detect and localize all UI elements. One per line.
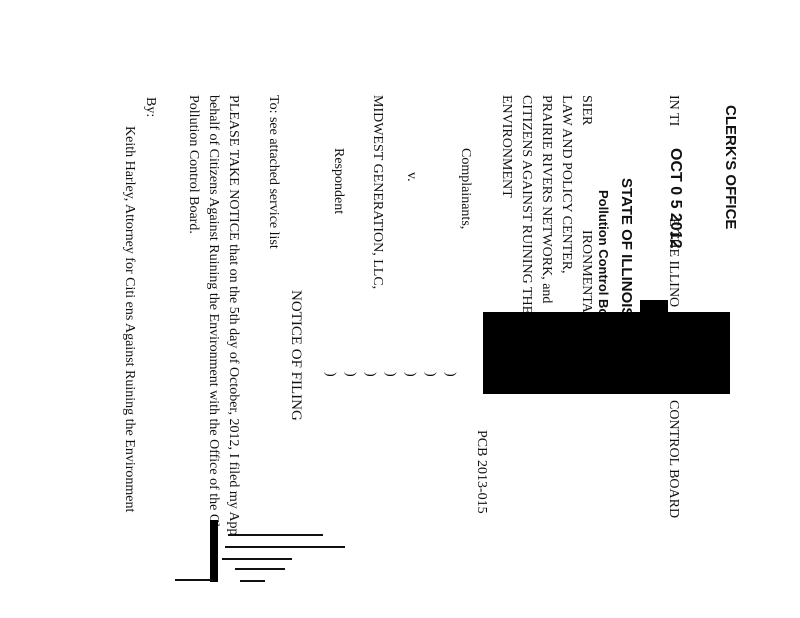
signature-line [175, 579, 213, 581]
caption-brace-6: ) [423, 372, 438, 377]
notice-body-line3: Pollution Control Board. [186, 95, 201, 234]
stamp-office: CLERK'S OFFICE [722, 105, 739, 230]
caption-brace-7: ) [443, 372, 458, 377]
notice-title: NOTICE OF FILING [288, 290, 304, 421]
respondent-label: Respondent [331, 148, 346, 215]
caption-line2: SIER [579, 95, 594, 126]
notice-body-line2: behalf of Citizens Against Ruining the E… [206, 95, 221, 538]
signature-dash [228, 534, 323, 536]
signature-dash [235, 568, 285, 570]
redaction-smudge [640, 300, 668, 314]
caption-brace-2: ) [343, 372, 358, 377]
signature-dash [222, 558, 292, 560]
stamp-state: STATE OF ILLINOIS [618, 178, 635, 318]
redaction-block [483, 312, 730, 394]
complainants-label: Complainants, [458, 148, 473, 230]
caption-line6: ENVIRONMENT [499, 95, 514, 198]
caption-line5: CITIZENS AGAINST RUINING THE [519, 95, 534, 315]
signature-by: By: [143, 97, 158, 118]
signature-dash [225, 546, 345, 548]
caption-brace-3: ) [363, 372, 378, 377]
signature-stroke-main [210, 520, 218, 582]
caption-line1-right: E THE ILLINO [666, 218, 681, 308]
case-number: PCB 2013-015 [474, 430, 489, 514]
caption-brace-5: ) [403, 372, 418, 377]
signature-name: Keith Harley, Attorney for Citi ens Agai… [122, 126, 137, 513]
signature-dash [240, 580, 265, 582]
caption-line3: LAW AND POLICY CENTER, [559, 95, 574, 274]
caption-brace-1: ) [323, 372, 338, 377]
caption-line4: PRAIRIE RIVERS NETWORK, and [539, 95, 554, 304]
caption-line1-left: IN TI [666, 95, 681, 127]
respondent-name: MIDWEST GENERATION, LLC, [370, 95, 385, 290]
caption-line1-end: CONTROL BOARD [666, 400, 681, 519]
versus-label: v. [404, 172, 419, 182]
notice-to: To: see attached service list [266, 95, 281, 249]
notice-body-line1: PLEASE TAKE NOTICE that on the 5th day o… [226, 95, 241, 536]
caption-brace-4: ) [383, 372, 398, 377]
caption-line2b: IRONMENTAL [579, 230, 594, 322]
